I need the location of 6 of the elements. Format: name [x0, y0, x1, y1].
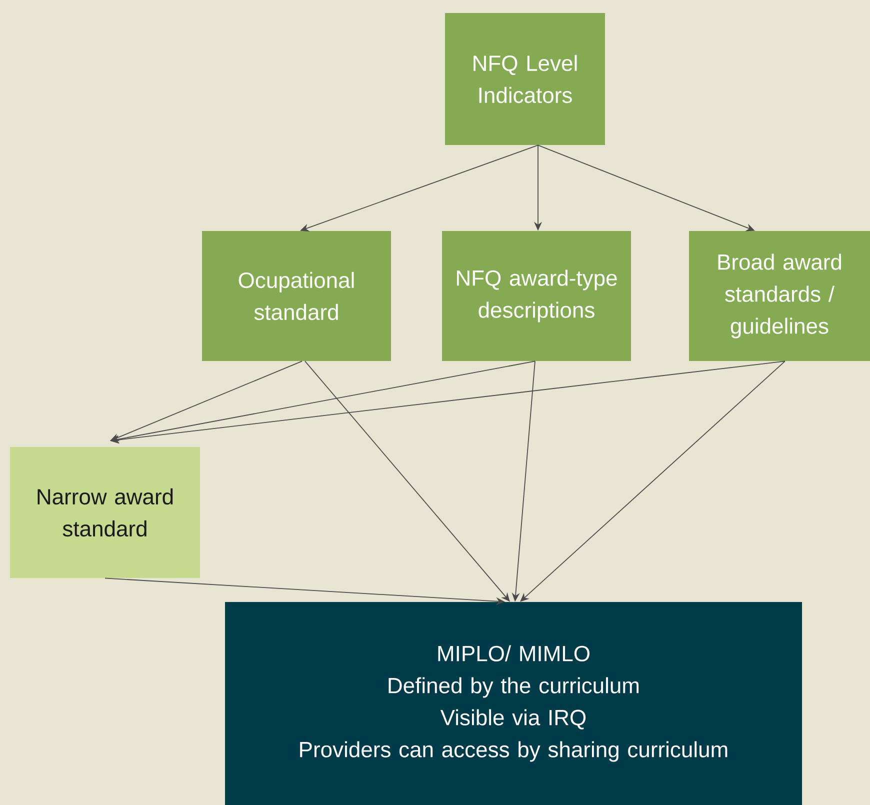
process-box: Narrow award standard: [10, 447, 200, 578]
outcome-box: MIPLO/ MIMLO Defined by the curriculum Visible via IRQ Providers can access by sharing curriculum: [225, 602, 802, 805]
process-box: Broad award standards / guidelines: [689, 231, 870, 361]
process-box: Ocupational standard: [202, 231, 391, 361]
process-box: NFQ Level Indicators: [445, 13, 605, 145]
process-box: NFQ award-type descriptions: [442, 231, 631, 361]
